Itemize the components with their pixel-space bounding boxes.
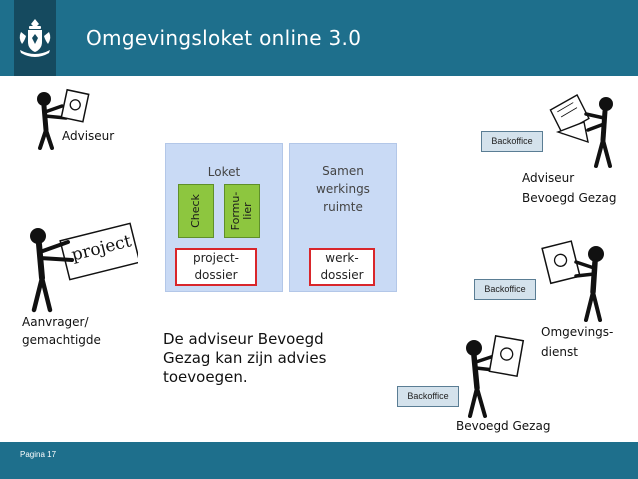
formulier-label: Formu- lier [229, 192, 254, 231]
project-dossier-line2: dossier [194, 268, 238, 282]
aanvrager-label-line2: gemachtigde [22, 333, 101, 347]
omgevingsdienst-label-line1: Omgevings- [541, 325, 614, 339]
adviseur-figure [37, 88, 90, 150]
bevoegd-gezag-figure [466, 335, 525, 418]
adviseur-bg-label-line2: Bevoegd Gezag [522, 191, 617, 205]
samenwerking-title-line2: werkings [316, 182, 370, 196]
adviseur-label: Adviseur [62, 129, 115, 143]
adviseur-bg-label-line1: Adviseur [522, 171, 575, 185]
explanation-line1: De adviseur Bevoegd [163, 330, 324, 348]
samenwerking-title-line1: Samen [322, 164, 364, 178]
explanation-line3: toevoegen. [163, 368, 248, 386]
loket-panel: Loket Check Formu- lier project- dossier [165, 143, 283, 292]
page-number: Pagina 17 [20, 450, 57, 459]
footer-bar: Pagina 17 [0, 442, 638, 479]
formulier-line2: lier [241, 202, 254, 220]
samenwerking-title-line3: ruimte [323, 200, 363, 214]
check-box: Check [178, 184, 214, 238]
explanation-line2: Gezag kan zijn advies [163, 349, 327, 367]
coat-of-arms-logo [19, 19, 51, 57]
project-dossier: project- dossier [175, 248, 257, 286]
adviseur-bevoegd-gezag-figure [549, 94, 613, 168]
formulier-box: Formu- lier [224, 184, 260, 238]
header-bar: Omgevingsloket online 3.0 [0, 0, 638, 76]
check-label: Check [189, 194, 202, 228]
page-title: Omgevingsloket online 3.0 [86, 26, 362, 50]
werk-dossier: werk- dossier [309, 248, 375, 286]
werk-dossier-line2: dossier [320, 268, 364, 282]
bevoegd-gezag-label: Bevoegd Gezag [456, 419, 551, 433]
explanation-text: De adviseur Bevoegd Gezag kan zijn advie… [163, 330, 326, 387]
samenwerkingsruimte-panel: Samen werkings ruimte werk- dossier [289, 143, 397, 292]
backoffice-omgevingsdienst: Backoffice [474, 279, 536, 300]
loket-title: Loket [207, 165, 241, 179]
logo-band [14, 0, 56, 76]
werk-dossier-line1: werk- [325, 251, 359, 265]
aanvrager-label-line1: Aanvrager/ [22, 315, 89, 329]
omgevingsdienst-label-line2: dienst [541, 345, 578, 359]
project-dossier-line1: project- [193, 251, 239, 265]
aanvrager-figure [30, 222, 138, 313]
omgevingsdienst-figure [541, 240, 604, 322]
backoffice-adviseur-bg: Backoffice [481, 131, 543, 152]
backoffice-bevoegd-gezag: Backoffice [397, 386, 459, 407]
